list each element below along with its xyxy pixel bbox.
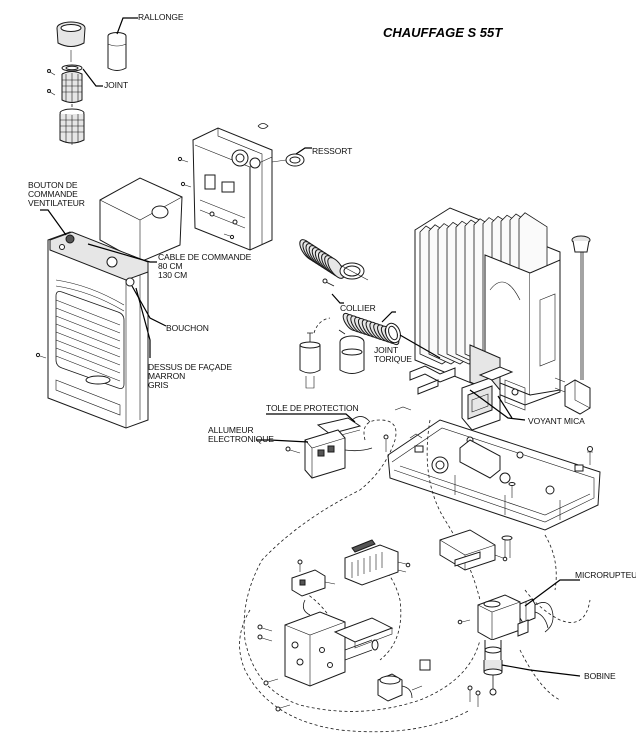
lower-components	[257, 529, 508, 712]
base-plate	[383, 419, 601, 558]
label-tole: TOLE DE PROTECTION	[266, 403, 359, 413]
flue-hose-assembly	[299, 239, 401, 389]
label-dessus-2: MARRON	[148, 371, 185, 381]
filter-part	[61, 71, 83, 103]
voyant-mica-part	[461, 366, 514, 431]
label-joint-torique-1: JOINT	[374, 345, 398, 355]
joint-torique-ring	[385, 322, 401, 344]
label-ressort: RESSORT	[312, 146, 352, 156]
label-bouchon: BOUCHON	[166, 323, 209, 333]
label-cable-3: 130 CM	[158, 270, 187, 280]
label-bouton-1: BOUTON DE	[28, 180, 78, 190]
label-cable-1: CABLE DE COMMANDE	[158, 252, 252, 262]
heater-cabinet	[35, 231, 149, 429]
label-bouton-3: VENTILATEUR	[28, 198, 85, 208]
diagram-title: CHAUFFAGE S 55T	[383, 25, 503, 40]
rallonge-part	[107, 32, 127, 71]
bracket-parts	[394, 365, 456, 411]
label-joint-torique-2: TORIQUE	[374, 354, 412, 364]
label-collier: COLLIER	[340, 303, 376, 313]
valve-assembly	[457, 594, 554, 696]
collier-clamp	[322, 262, 369, 287]
label-allumeur-1: ALLUMEUR	[208, 425, 254, 435]
ressort-part	[271, 153, 305, 167]
label-microrupteur: MICRORUPTEUR	[575, 570, 636, 580]
label-bouton-2: COMMANDE	[28, 189, 78, 199]
label-dessus-1: DESSUS DE FAÇADE	[148, 362, 232, 372]
fuel-cap-assembly	[47, 21, 127, 145]
label-dessus-3: GRIS	[148, 380, 169, 390]
burner-frame-assembly	[99, 123, 305, 263]
allumeur-part	[285, 416, 373, 479]
label-bobine: BOBINE	[584, 671, 616, 681]
bobine-part	[483, 660, 503, 676]
label-joint: JOINT	[104, 80, 128, 90]
gauge-rod	[564, 235, 591, 415]
label-allumeur-2: ELECTRONIQUE	[208, 434, 274, 444]
heat-exchanger	[414, 207, 566, 411]
label-rallonge: RALLONGE	[138, 12, 184, 22]
label-cable-2: 80 CM	[158, 261, 183, 271]
heat-shield-plate	[99, 177, 183, 263]
joint-ring	[61, 64, 83, 72]
lower-filter-part	[59, 108, 85, 145]
label-voyant: VOYANT MICA	[528, 416, 585, 426]
microrupteur-part	[519, 598, 536, 624]
